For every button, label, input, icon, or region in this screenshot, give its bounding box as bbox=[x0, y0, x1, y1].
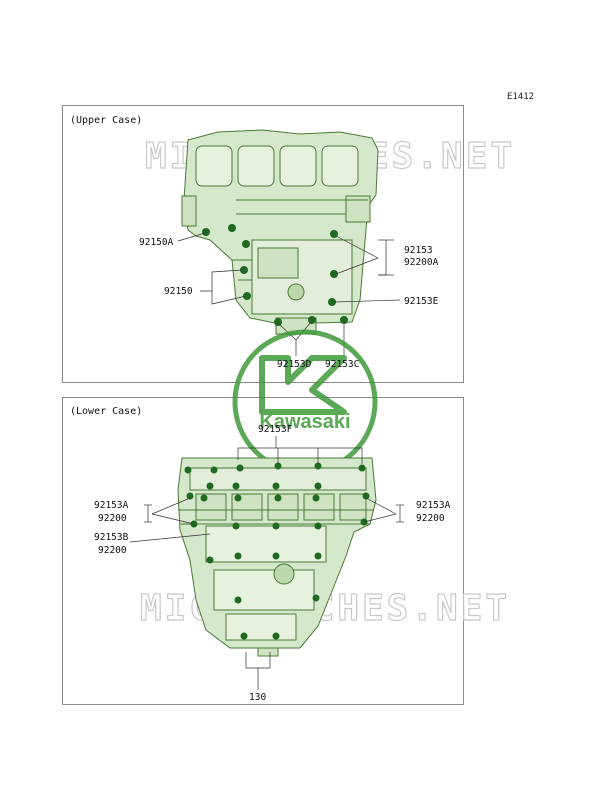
label-92153E: 92153E bbox=[404, 296, 439, 307]
upper-crankcase bbox=[181, 129, 379, 335]
label-92153D: 92153D bbox=[277, 359, 312, 370]
label-92153A-right: 92153A bbox=[416, 500, 451, 511]
logo-text: Kawasaki bbox=[259, 411, 350, 433]
kawasaki-logo: Kawasaki bbox=[232, 329, 378, 475]
upper-bolts bbox=[202, 224, 348, 326]
label-92200-left-upper: 92200 bbox=[98, 513, 127, 524]
label-92153F: 92153F bbox=[258, 424, 293, 435]
diagram-ref-code: E1412 bbox=[507, 92, 535, 102]
lower-leaders bbox=[129, 436, 404, 690]
label-92200-left-lower: 92200 bbox=[98, 545, 127, 556]
label-130: 130 bbox=[249, 692, 267, 703]
label-92200-right: 92200 bbox=[416, 513, 445, 524]
label-92153: 92153 bbox=[404, 245, 433, 256]
label-92200A: 92200A bbox=[404, 257, 439, 268]
label-92150: 92150 bbox=[164, 286, 193, 297]
label-92153A-left: 92153A bbox=[94, 500, 129, 511]
lower-case-title: (Lower Case) bbox=[70, 406, 143, 417]
label-92150A: 92150A bbox=[139, 237, 174, 248]
upper-leaders bbox=[177, 232, 401, 356]
label-92153C: 92153C bbox=[325, 359, 360, 370]
label-92153B: 92153B bbox=[94, 532, 129, 543]
upper-case-title: (Upper Case) bbox=[70, 115, 143, 126]
